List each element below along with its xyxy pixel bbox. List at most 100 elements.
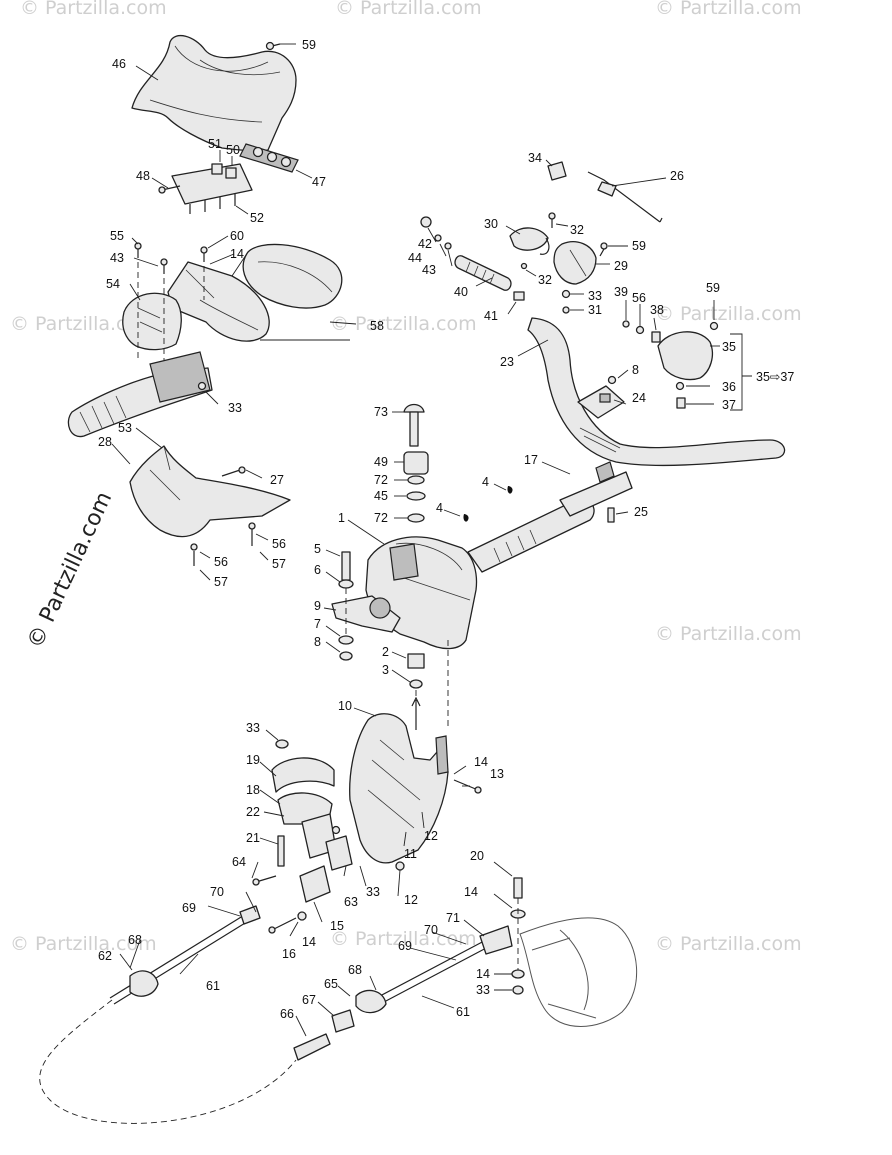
callout: 33 [476, 983, 490, 997]
washers-7-8 [338, 635, 354, 661]
screws-lower-cover [190, 466, 256, 566]
callout: 16 [282, 947, 296, 961]
callout: 14 [476, 967, 490, 981]
callout: 5 [314, 542, 321, 556]
housing-1 [365, 536, 478, 650]
bracket-35-37 [730, 333, 752, 411]
callout: 35⇨37 [756, 370, 794, 384]
end-41 [513, 291, 525, 301]
bolt-73 [403, 403, 425, 447]
callout-labels: 59 46 51 50 47 48 52 55 60 14 43 54 58 3… [98, 38, 794, 1021]
handlebar-23 [527, 317, 786, 467]
callout: 33 [246, 721, 260, 735]
callout: 56 [272, 537, 286, 551]
callout: 50 [226, 143, 240, 157]
callout: 2 [382, 645, 389, 659]
cable-26 [587, 171, 663, 223]
cable-left-61 [39, 905, 297, 1124]
callout: 68 [128, 933, 142, 947]
grip-40 [454, 255, 512, 291]
callout: 56 [214, 555, 228, 569]
callout: 49 [374, 455, 388, 469]
leader-lines [111, 43, 720, 1037]
callout: 73 [374, 405, 388, 419]
clip-34 [547, 161, 567, 181]
callout: 6 [314, 563, 321, 577]
callout: 44 [408, 251, 422, 265]
callout: 35 [722, 340, 736, 354]
screws-right-top [420, 212, 608, 314]
callout: 15 [330, 919, 344, 933]
callout: 56 [632, 291, 646, 305]
callout: 40 [454, 285, 468, 299]
callout: 38 [650, 303, 664, 317]
callout: 57 [272, 557, 286, 571]
handlebar-pad-58 [242, 243, 343, 309]
right-switch-35 [657, 331, 714, 381]
callout: 18 [246, 783, 260, 797]
callout: 47 [312, 175, 326, 189]
callout: 62 [98, 949, 112, 963]
callout: 53 [118, 421, 132, 435]
callout: 21 [246, 831, 260, 845]
watermark: © Partzilla.com [330, 313, 477, 335]
small-bolts-lower [252, 739, 482, 934]
callout: 55 [110, 229, 124, 243]
clamp-19 [271, 757, 335, 793]
callout: 66 [280, 1007, 294, 1021]
callout: 36 [722, 380, 736, 394]
lower-cover-28 [129, 445, 291, 538]
callout: 59 [706, 281, 720, 295]
washers-72-45 [406, 475, 426, 523]
cable-right-61 [293, 925, 513, 1061]
callout: 43 [422, 263, 436, 277]
dashed-center-guides [345, 588, 449, 730]
watermark: © Partzilla.com [335, 0, 482, 19]
left-grip-assembly [67, 351, 213, 438]
callout: 59 [302, 38, 316, 52]
callout: 34 [528, 151, 542, 165]
callout: 4 [482, 475, 489, 489]
callout: 61 [456, 1005, 470, 1019]
callout: 7 [314, 617, 321, 631]
steering-shaft-17 [467, 461, 633, 573]
bolt-25 [607, 507, 615, 523]
callout: 19 [246, 753, 260, 767]
callout: 14 [474, 755, 488, 769]
callout: 8 [314, 635, 321, 649]
callout: 14 [302, 935, 316, 949]
callout: 22 [246, 805, 260, 819]
housing-29 [553, 241, 597, 285]
handlebar-cover-46 [131, 34, 297, 152]
callout: 46 [112, 57, 126, 71]
plate-15 [299, 865, 331, 903]
callout: 54 [106, 277, 120, 291]
callout: 24 [632, 391, 646, 405]
nuts-2-3 [407, 653, 425, 689]
callout: 33 [228, 401, 242, 415]
callout: 51 [208, 137, 222, 151]
watermark-side: © Partzilla.com [23, 488, 117, 652]
callout: 71 [446, 911, 460, 925]
callout: 37 [722, 398, 736, 412]
callout: 31 [588, 303, 602, 317]
callout: 69 [182, 901, 196, 915]
bushing-49 [403, 451, 429, 475]
watermark: © Partzilla.com [655, 0, 802, 19]
callout: 67 [302, 993, 316, 1007]
callout: 12 [424, 829, 438, 843]
callout: 9 [314, 599, 321, 613]
callout: 52 [250, 211, 264, 225]
callout: 28 [98, 435, 112, 449]
callout: 43 [110, 251, 124, 265]
watermark-layer: © Partzilla.com © Partzilla.com © Partzi… [10, 0, 802, 955]
throttle-cover-54 [122, 292, 182, 351]
callout: 61 [206, 979, 220, 993]
oil-drops-4 [463, 486, 513, 522]
callout: 25 [634, 505, 648, 519]
watermark: © Partzilla.com [330, 928, 477, 950]
callout: 58 [370, 319, 384, 333]
callout: 20 [470, 849, 484, 863]
callout: 70 [424, 923, 438, 937]
